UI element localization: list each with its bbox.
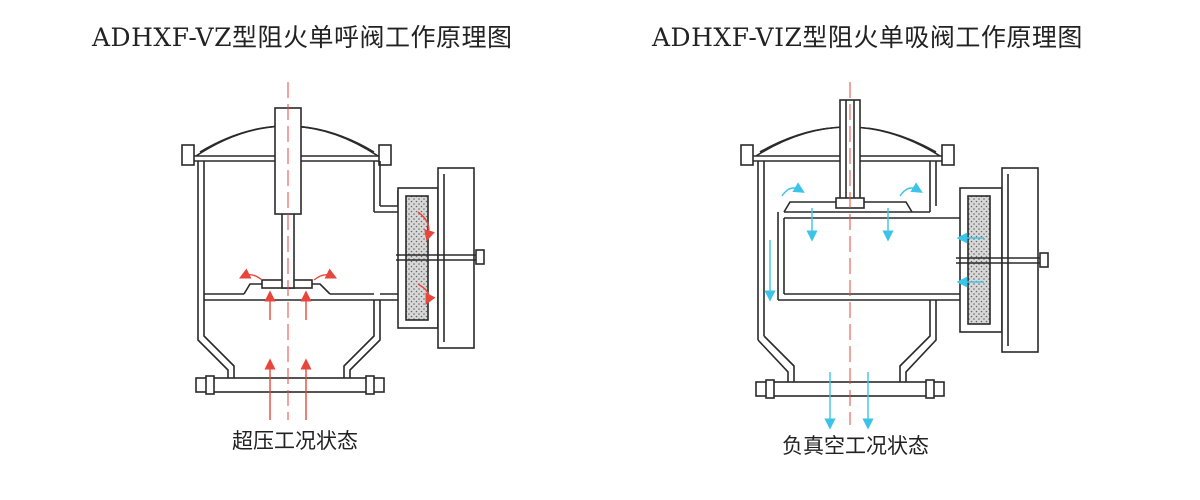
suction-valve-drawing <box>740 99 1049 399</box>
caption-overpressure-state: 超压工况状态 <box>232 429 358 453</box>
diagram-title-breather-valve: ADHXF-VZ型阻火单呼阀工作原理图 <box>92 23 513 52</box>
breather-valve-drawing <box>181 107 485 395</box>
bolt-icon <box>378 144 392 166</box>
bolt-icon <box>941 144 955 166</box>
flame-arrester-element <box>967 195 991 325</box>
diagram-title-suction-valve: ADHXF-VIZ型阻火单吸阀工作原理图 <box>652 23 1083 52</box>
bolt-icon <box>181 144 195 166</box>
inlet-flange <box>195 377 385 393</box>
bolt-icon <box>740 144 754 166</box>
vacuum-flow-arrows <box>764 182 984 430</box>
flame-arrester-element <box>405 195 429 321</box>
pressure-flow-arrows <box>238 211 436 420</box>
caption-vacuum-state: 负真空工况状态 <box>782 434 929 458</box>
